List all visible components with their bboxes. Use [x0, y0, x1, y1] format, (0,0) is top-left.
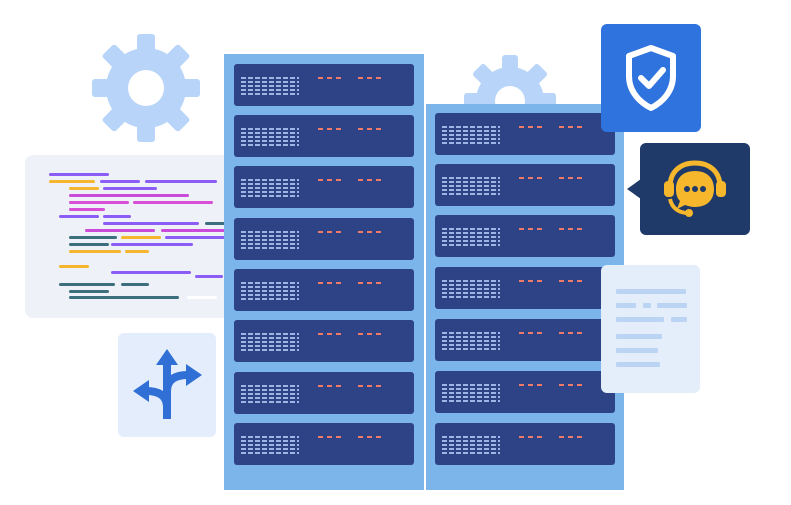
server-unit	[234, 218, 414, 260]
shield-check-icon	[601, 24, 701, 132]
server-unit	[435, 164, 615, 206]
route-sign-icon	[118, 333, 216, 437]
server-unit	[234, 166, 414, 208]
server-unit	[234, 423, 414, 465]
server-unit	[234, 269, 414, 311]
server-unit	[435, 423, 615, 465]
server-unit	[234, 115, 414, 157]
server-unit	[435, 267, 615, 309]
server-unit	[234, 320, 414, 362]
server-unit	[234, 372, 414, 414]
server-unit	[435, 215, 615, 257]
document-icon	[601, 265, 700, 393]
speech-tail	[627, 179, 641, 199]
server-unit	[435, 113, 615, 155]
gear-icon	[90, 32, 202, 144]
server-unit	[435, 371, 615, 413]
code-editor-icon	[25, 155, 240, 318]
server-rack-icon	[426, 104, 624, 490]
headset-chat-icon	[640, 143, 750, 235]
server-rack-icon	[224, 54, 424, 490]
server-unit	[234, 64, 414, 106]
server-unit	[435, 319, 615, 361]
